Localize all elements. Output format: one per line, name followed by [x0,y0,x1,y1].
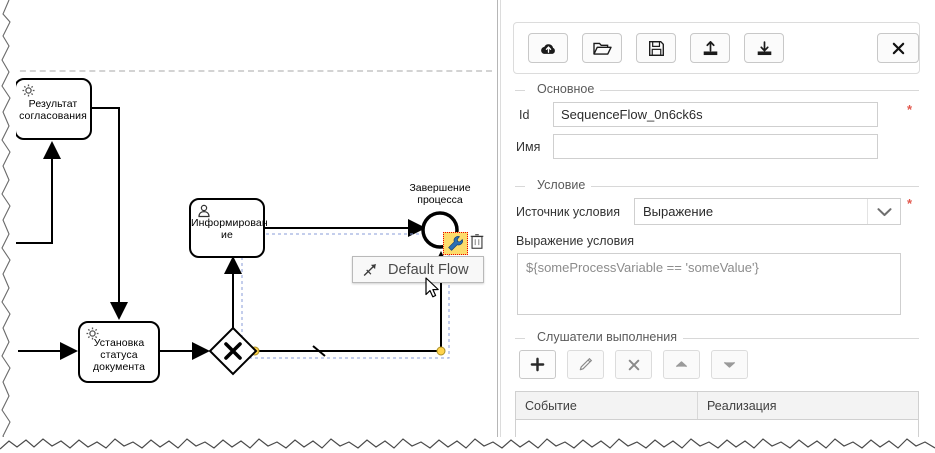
exclusive-gateway-shape [208,326,258,376]
wrench-icon [448,236,463,251]
condition-source-label: Источник условия [516,205,620,219]
task-label: согласования [19,110,87,122]
id-field-label: Id [519,108,530,122]
condition-expression-textarea[interactable] [517,253,901,315]
fieldset-rule [679,338,919,339]
close-icon [892,42,904,54]
bpmn-task-informirovanie[interactable]: Информирован ие [189,198,268,258]
arrow-down-icon [723,361,736,368]
listeners-table: Событие Реализация [515,391,919,443]
end-event-label-line2: процесса [417,194,463,206]
floppy-save-icon [648,40,664,56]
close-x-icon [628,359,639,370]
deploy-button[interactable] [528,33,568,63]
name-input[interactable] [553,134,878,159]
fieldset-dash [515,338,525,339]
condition-expression-label: Выражение условия [516,234,634,248]
open-button[interactable] [582,33,622,63]
condition-fieldset-header: Условие [515,178,919,192]
task-label: Информирован [191,217,268,229]
pencil-icon [579,357,593,371]
service-gear-icon [86,327,99,340]
column-header-event[interactable]: Событие [516,392,698,419]
id-input[interactable] [553,102,878,127]
fieldset-rule [577,186,919,187]
fieldset-dash [515,90,525,91]
task-label: статуса [100,349,138,361]
trash-icon [470,234,484,249]
save-button[interactable] [636,33,676,63]
bpmn-task-result-soglasovaniya[interactable]: Результат согласования [14,78,92,140]
user-person-icon [198,204,210,218]
general-legend: Основное [531,82,601,96]
delete-listener-button[interactable] [615,350,652,379]
listeners-legend: Слушатели выполнения [531,330,684,344]
column-header-implementation[interactable]: Реализация [707,398,777,413]
export-arrow-down-icon [757,40,771,55]
end-event-label-line1: Завершение [409,182,471,194]
general-fieldset-header: Основное [515,82,919,96]
edit-listener-button[interactable] [567,350,604,379]
move-down-button[interactable] [711,350,748,379]
panel-toolbar [513,22,920,74]
close-panel-button[interactable] [877,33,919,63]
bpmn-canvas[interactable]: Результат согласования Информирован ие [0,0,492,453]
open-folder-icon [592,42,612,55]
listeners-table-header-row: Событие Реализация [516,392,918,420]
condition-source-value: Выражение [643,204,714,219]
condition-source-select[interactable]: Выражение [634,198,901,225]
cloud-upload-icon [540,43,555,54]
fieldset-rule [585,90,919,91]
import-arrow-up-icon [703,40,717,55]
panel-split-divider-shadow [500,0,501,453]
task-label: Результат [28,98,78,110]
id-required-marker: * [907,102,913,117]
move-up-button[interactable] [663,350,700,379]
task-label: ие [221,229,233,241]
import-button[interactable] [690,33,730,63]
listeners-fieldset-header: Слушатели выполнения [515,330,919,344]
bpmn-task-ustanovka-statusa[interactable]: Установка статуса документа [78,321,160,383]
chevron-down-icon[interactable] [867,199,900,224]
lane-divider [10,70,492,72]
default-flow-label: Default Flow [388,261,469,278]
task-label: документа [92,361,146,373]
fieldset-dash [515,186,525,187]
add-listener-button[interactable] [519,350,556,379]
service-gear-icon [22,84,35,97]
export-button[interactable] [744,33,784,63]
condition-source-required-marker: * [907,196,913,211]
task-label: Установка [93,337,145,349]
context-pad-delete-button[interactable] [468,232,486,251]
default-flow-menu-item[interactable]: Default Flow [352,256,484,283]
panel-split-divider[interactable] [497,0,498,453]
name-field-label: Имя [516,140,541,154]
context-pad-wrench-button[interactable] [443,232,468,255]
arrow-up-icon [675,361,688,368]
properties-panel: Основное Id * Имя Условие Источник услов… [501,0,935,453]
plus-icon [530,357,545,372]
condition-legend: Условие [531,178,592,192]
default-flow-arrow-icon [363,263,377,276]
listeners-table-body[interactable] [516,420,918,442]
